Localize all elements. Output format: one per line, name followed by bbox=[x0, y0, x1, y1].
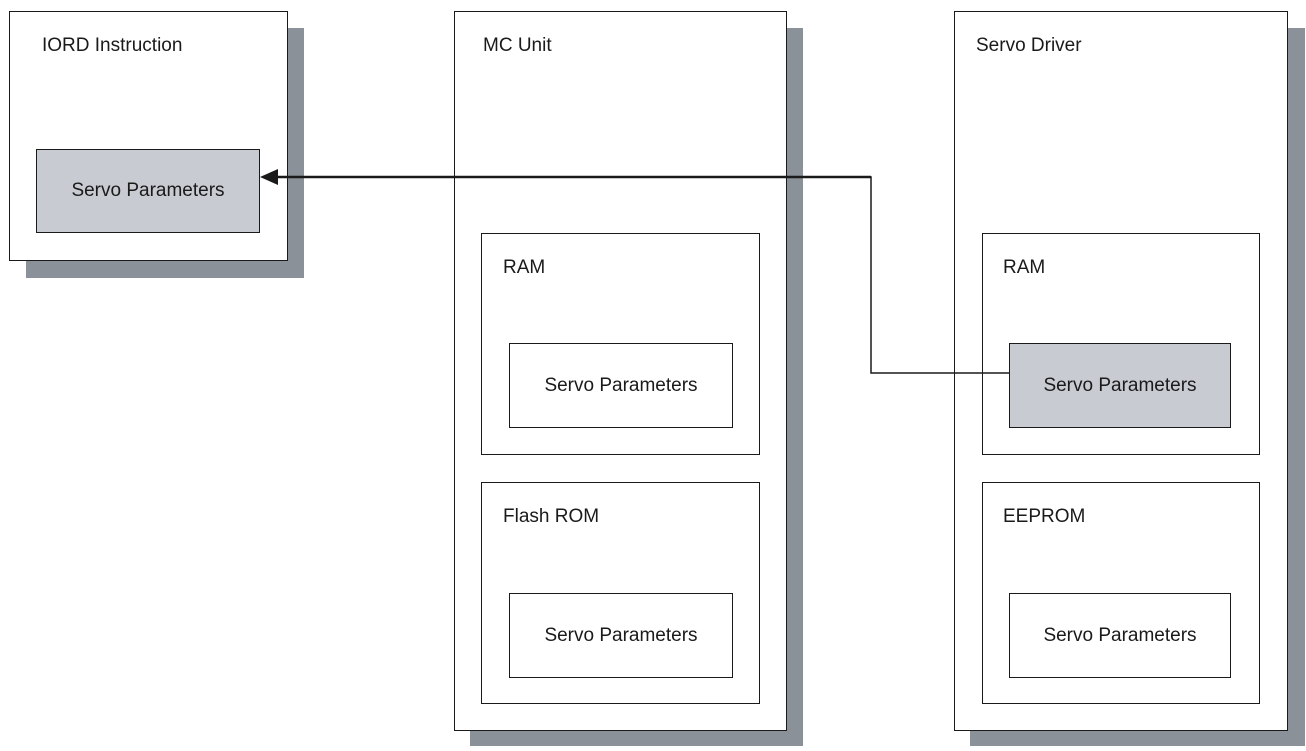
servo-driver-eeprom-servo-parameters-label: Servo Parameters bbox=[1043, 624, 1197, 646]
iord-instruction-title: IORD Instruction bbox=[42, 35, 183, 56]
mc-unit-ram-servo-parameters-label: Servo Parameters bbox=[544, 374, 698, 396]
iord-servo-parameters-label: Servo Parameters bbox=[71, 180, 225, 201]
mc-unit-flash-rom-servo-parameters: Servo Parameters bbox=[509, 593, 733, 678]
servo-driver-eeprom-servo-parameters: Servo Parameters bbox=[1009, 593, 1231, 678]
mc-unit-flash-rom-servo-parameters-label: Servo Parameters bbox=[544, 624, 698, 646]
mc-unit-ram-servo-parameters: Servo Parameters bbox=[509, 343, 733, 428]
iord-servo-parameters: Servo Parameters bbox=[36, 149, 260, 233]
mc-unit-title: MC Unit bbox=[483, 35, 552, 56]
servo-driver-eeprom-title: EEPROM bbox=[1003, 506, 1086, 527]
mc-unit-flash-rom-title: Flash ROM bbox=[503, 506, 600, 527]
mc-unit-ram-title: RAM bbox=[503, 257, 546, 278]
servo-driver-title: Servo Driver bbox=[976, 35, 1082, 56]
servo-driver-ram-title: RAM bbox=[1003, 257, 1046, 278]
servo-driver-ram-servo-parameters-label: Servo Parameters bbox=[1043, 374, 1197, 396]
servo-driver-ram-servo-parameters: Servo Parameters bbox=[1009, 343, 1231, 428]
